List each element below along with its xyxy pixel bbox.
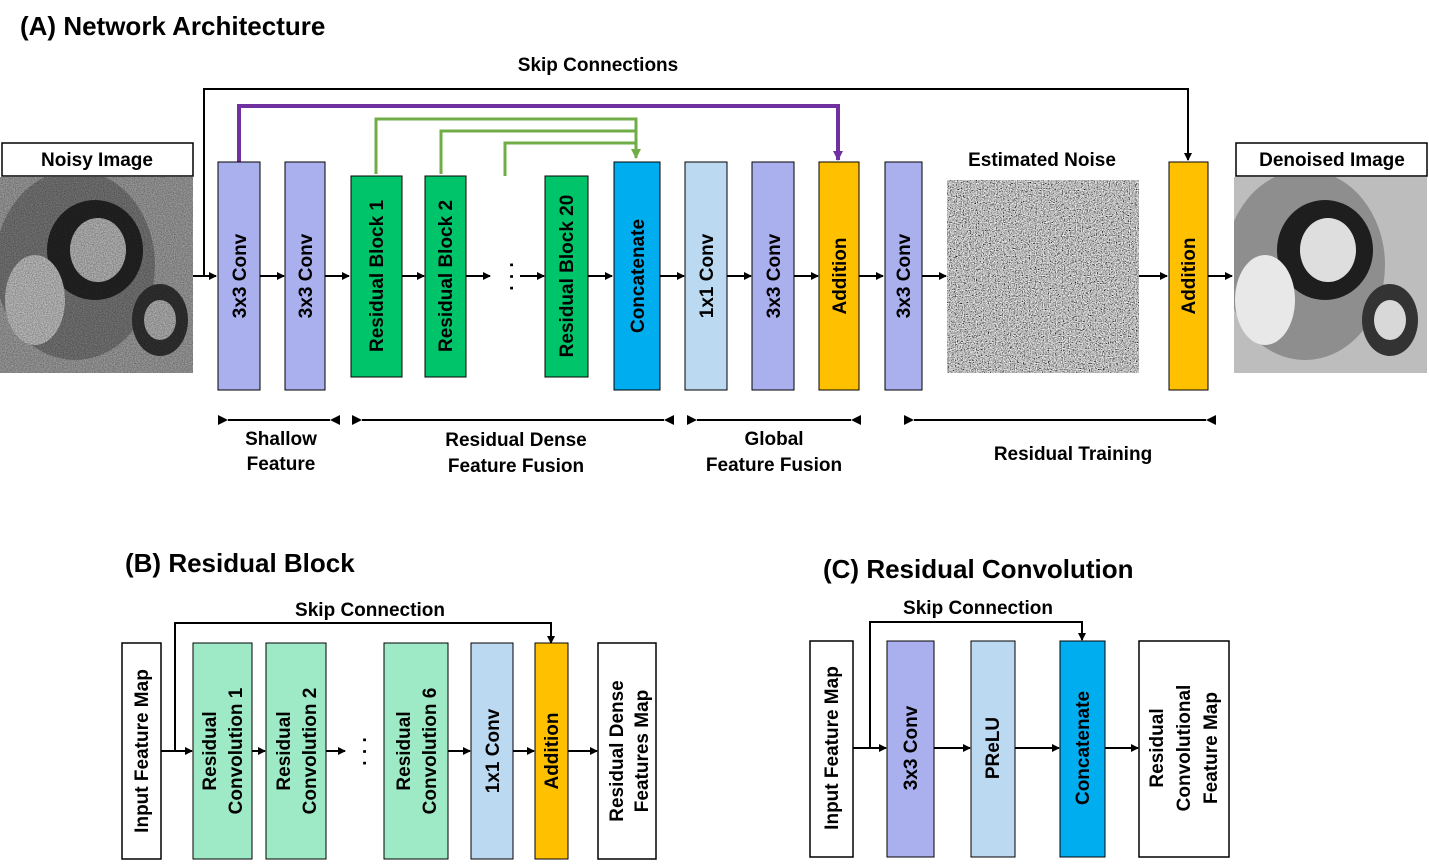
svg-text:PReLU: PReLU	[983, 717, 1004, 779]
panel-b-conv-1x1: 1x1 Conv	[470, 642, 514, 860]
denoised-image-label-box	[1235, 142, 1428, 177]
panel-b-residual-convolution-6: Residual Convolution 6	[383, 642, 449, 860]
svg-text:3x3 Conv: 3x3 Conv	[894, 233, 915, 318]
residual-block-20: Residual Block 20	[544, 175, 589, 378]
panel-b-skip-line	[174, 622, 555, 751]
conv-1x1-block: 1x1 Conv	[684, 161, 728, 391]
estimated-noise-label: Estimated Noise	[968, 150, 1116, 171]
svg-text:Convolutional: Convolutional	[1174, 685, 1195, 812]
section-residual-training: Residual Training	[994, 444, 1152, 465]
estimated-noise-image	[947, 180, 1139, 373]
section-rdff-line2: Feature Fusion	[448, 456, 584, 477]
svg-text:Convolution 1: Convolution 1	[226, 687, 247, 814]
skip-connection-global	[203, 88, 1192, 275]
panel-c-residual-convolutional-feature-map: Residual Convolutional Feature Map	[1138, 640, 1230, 858]
section-gff-line1: Global	[744, 429, 803, 450]
conv-3x3-block-3: 3x3 Conv	[751, 161, 795, 391]
panel-b-residual-convolution-1: Residual Convolution 1	[192, 642, 253, 860]
panel-b-skip-label: Skip Connection	[295, 600, 445, 621]
svg-text:1x1 Conv: 1x1 Conv	[483, 708, 504, 793]
panel-b-ellipsis: · · ·	[355, 736, 376, 766]
svg-text:Convolution 2: Convolution 2	[300, 688, 321, 815]
svg-text:Concatenate: Concatenate	[628, 219, 649, 333]
svg-text:Input Feature Map: Input Feature Map	[132, 669, 153, 833]
svg-text:Concatenate: Concatenate	[1073, 691, 1094, 805]
svg-text:3x3 Conv: 3x3 Conv	[296, 233, 317, 318]
skip-connections-label: Skip Connections	[518, 55, 678, 76]
panel-a-title: (A) Network Architecture	[20, 11, 325, 41]
svg-text:Residual Block 2: Residual Block 2	[436, 200, 457, 352]
section-shallow-line2: Feature	[247, 454, 316, 475]
conv-3x3-block-4: 3x3 Conv	[884, 161, 923, 391]
residual-blocks-ellipsis: · · ·	[502, 261, 523, 291]
concatenate-block: Concatenate	[613, 161, 661, 391]
svg-text:3x3 Conv: 3x3 Conv	[901, 705, 922, 790]
addition-block-2: Addition	[1168, 161, 1209, 391]
panel-c-skip-label: Skip Connection	[903, 598, 1053, 619]
svg-text:Residual: Residual	[200, 711, 221, 790]
panel-b-residual-convolution-2: Residual Convolution 2	[265, 642, 327, 860]
noisy-image	[0, 177, 193, 373]
svg-text:3x3 Conv: 3x3 Conv	[764, 233, 785, 318]
panel-c-input-feature-map: Input Feature Map	[809, 640, 854, 858]
residual-block-2: Residual Block 2	[424, 175, 467, 378]
section-gff-line2: Feature Fusion	[706, 455, 842, 476]
section-rdff-line1: Residual Dense	[445, 430, 587, 451]
svg-text:Convolution 6: Convolution 6	[420, 688, 441, 815]
denoised-image-label: Denoised Image	[1259, 150, 1405, 171]
conv-3x3-block-2: 3x3 Conv	[284, 161, 326, 391]
svg-text:Residual Block 20: Residual Block 20	[557, 195, 578, 358]
residual-block-1: Residual Block 1	[350, 175, 403, 378]
skip-connections-dense	[374, 117, 641, 176]
svg-text:3x3 Conv: 3x3 Conv	[230, 233, 251, 318]
svg-text:Feature Map: Feature Map	[1201, 692, 1222, 804]
conv-3x3-block-1: 3x3 Conv	[217, 161, 261, 391]
panel-c-prelu: PReLU	[970, 640, 1016, 858]
svg-text:Addition: Addition	[542, 712, 563, 789]
panel-b-addition: Addition	[534, 642, 569, 860]
svg-text:1x1 Conv: 1x1 Conv	[697, 233, 718, 318]
panel-c-skip-line	[869, 621, 1086, 748]
panel-b-input-feature-map: Input Feature Map	[121, 642, 162, 860]
panel-c-title: (C) Residual Convolution	[823, 554, 1134, 584]
panel-c-conv-3x3: 3x3 Conv	[886, 640, 935, 858]
svg-text:Addition: Addition	[1179, 237, 1200, 314]
svg-text:Residual: Residual	[1147, 708, 1168, 787]
svg-text:Residual: Residual	[394, 711, 415, 790]
svg-text:Residual: Residual	[274, 711, 295, 790]
addition-block-1: Addition	[818, 161, 860, 391]
skip-connection-shallow	[237, 104, 843, 162]
panel-b-residual-dense-features-map: Residual Dense Features Map	[597, 642, 657, 860]
noisy-image-label-box	[1, 142, 194, 177]
svg-text:Residual Block 1: Residual Block 1	[367, 200, 388, 352]
svg-text:Input Feature Map: Input Feature Map	[822, 666, 843, 830]
noisy-image-label: Noisy Image	[41, 150, 153, 171]
section-shallow-line1: Shallow	[245, 429, 317, 450]
svg-text:Features Map: Features Map	[632, 690, 653, 812]
panel-b-title: (B) Residual Block	[125, 548, 355, 578]
svg-text:Addition: Addition	[830, 237, 851, 314]
svg-text:Residual Dense: Residual Dense	[607, 680, 628, 822]
panel-c-concatenate: Concatenate	[1059, 640, 1106, 858]
denoised-image	[1234, 177, 1427, 373]
